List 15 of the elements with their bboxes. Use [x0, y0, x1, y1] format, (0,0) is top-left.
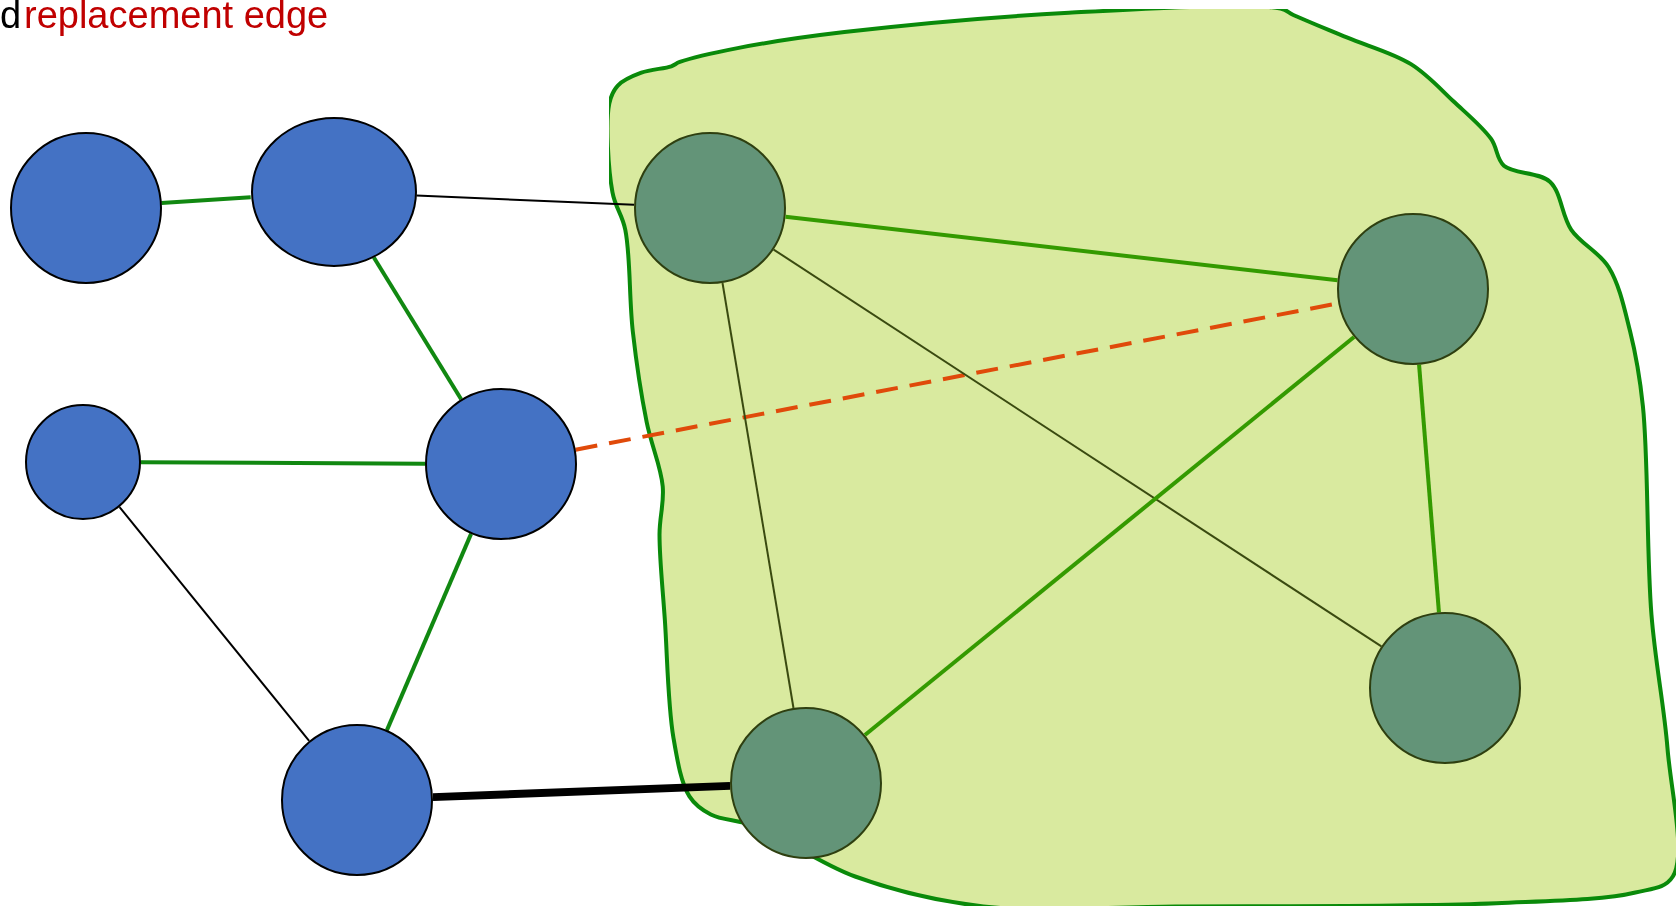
- graph-edge: [772, 248, 1383, 648]
- heading-text: d: [0, 0, 22, 37]
- graph-edge: [385, 533, 473, 731]
- graph-edge: [161, 195, 251, 206]
- region-blob: [609, 9, 1676, 906]
- graph-edge: [141, 460, 425, 466]
- graph-edge: [118, 506, 311, 742]
- graph-edge: [372, 256, 463, 401]
- graph-edge: [1417, 364, 1441, 613]
- graph-edge: [785, 214, 1338, 283]
- graph-edge: [415, 194, 636, 206]
- graph-edge: [432, 781, 731, 802]
- heading-text: replacement edge: [24, 0, 329, 37]
- graph-edge: [863, 335, 1356, 737]
- graph-edge: [721, 281, 795, 710]
